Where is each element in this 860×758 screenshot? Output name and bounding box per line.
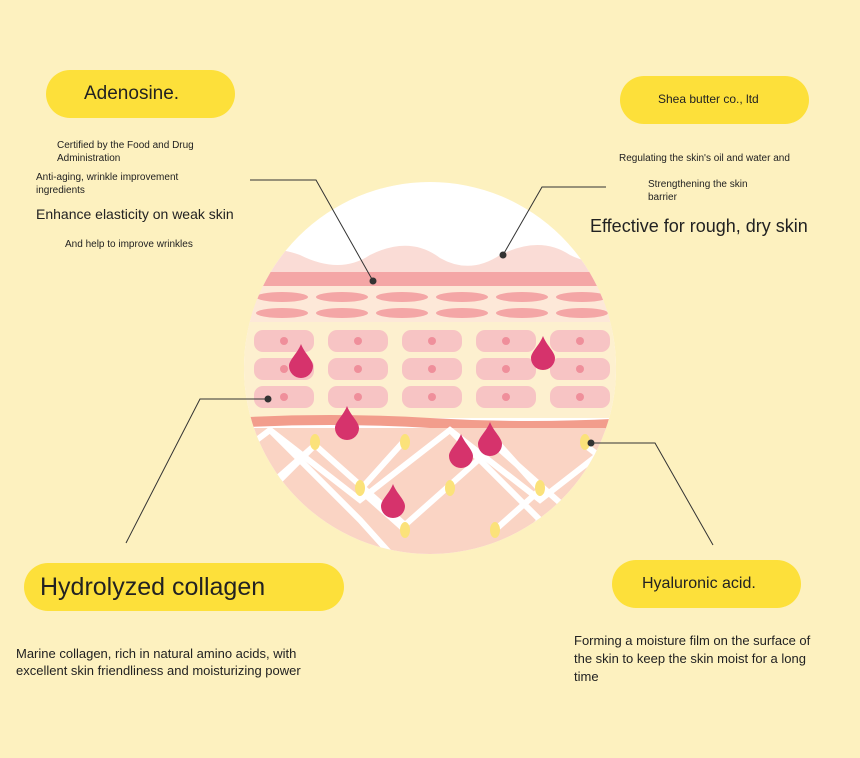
shea-line-2: Strengthening the skin barrier — [648, 179, 748, 203]
hyaluronic-desc: Forming a moisture film on the surface o… — [574, 633, 811, 685]
adenosine-line-2: Anti-aging, wrinkle improvement ingredie… — [36, 172, 179, 196]
adenosine-line-4: And help to improve wrinkles — [65, 239, 193, 250]
collagen-label: Hydrolyzed collagen — [24, 563, 344, 611]
adenosine-line-1: Certified by the Food and Drug Administr… — [57, 140, 194, 164]
adenosine-line-3: Enhance elasticity on weak skin — [36, 206, 234, 222]
shea-butter-label: Shea butter co., ltd — [620, 76, 809, 124]
leader-lines — [125, 179, 714, 546]
adenosine-title: Adenosine. — [84, 83, 180, 104]
flattened-cells — [256, 292, 608, 318]
stratum-corneum-band — [244, 272, 616, 286]
leader-endpoints — [264, 251, 595, 447]
water-droplet-icons — [289, 336, 555, 518]
adenosine-label: Adenosine. — [46, 70, 235, 118]
hyaluronic-label: Hyaluronic acid. — [612, 560, 801, 608]
shea-line-3: Effective for rough, dry skin — [590, 216, 808, 236]
collagen-desc: Marine collagen, rich in natural amino a… — [16, 646, 301, 679]
hyaluronic-title: Hyaluronic acid. — [642, 575, 756, 592]
basement-membrane — [244, 415, 616, 431]
collagen-title: Hydrolyzed collagen — [40, 572, 266, 601]
shea-line-1: Regulating the skin's oil and water and — [619, 153, 790, 164]
shea-butter-title: Shea butter co., ltd — [658, 92, 759, 107]
